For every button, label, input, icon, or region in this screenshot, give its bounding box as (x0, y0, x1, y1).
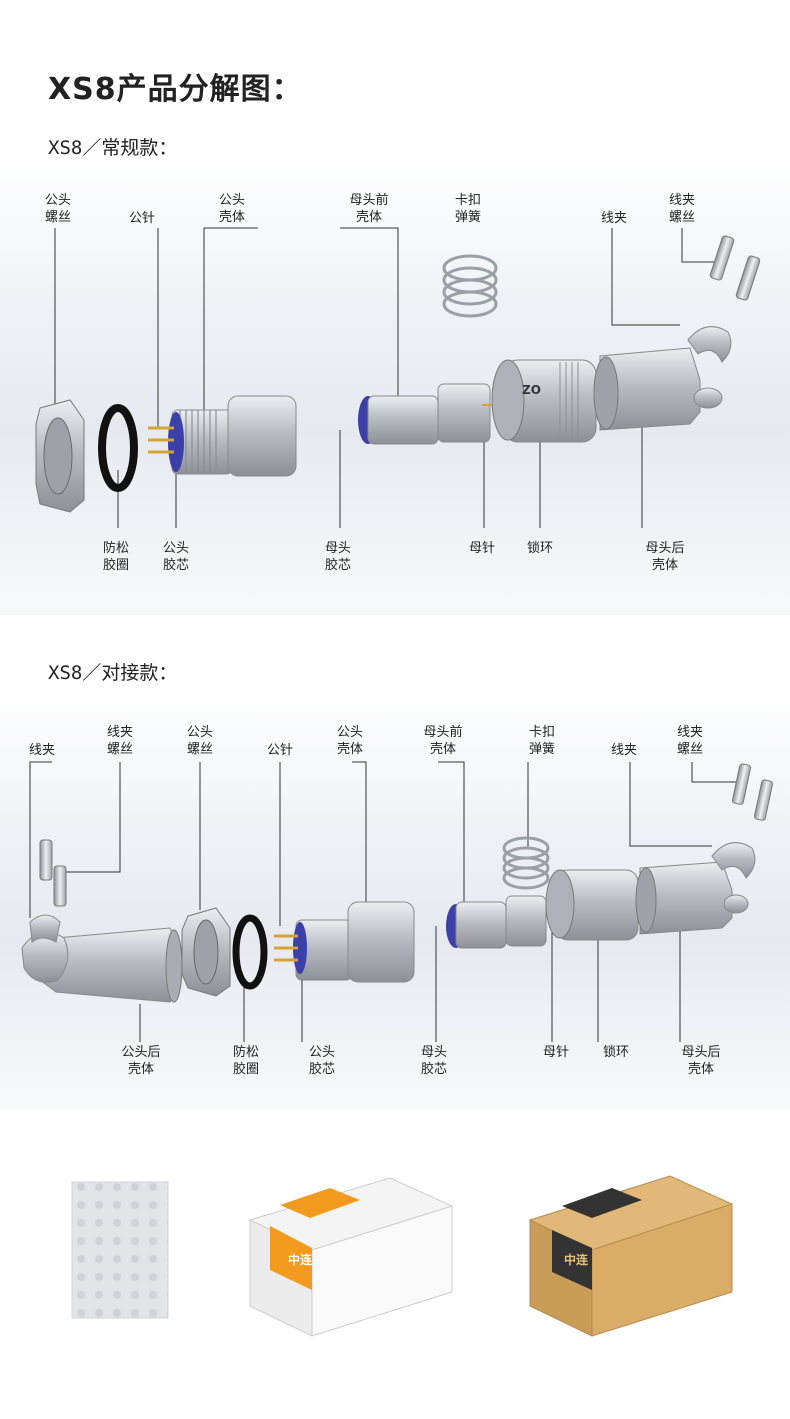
label-clip-spring-1: 卡扣弹簧 (454, 193, 481, 225)
label-male-shell-1: 公头壳体 (218, 193, 245, 225)
label-lock-ring-1: 锁环 (526, 541, 553, 556)
label-male-pin-1: 公针 (128, 211, 155, 226)
label-female-front-shell-2: 母头前壳体 (423, 725, 463, 757)
label-lock-ring-2: 锁环 (602, 1045, 629, 1060)
label-male-screw-2: 公头螺丝 (186, 725, 213, 757)
female-front-1 (358, 383, 498, 445)
clamp-screws-2-right (732, 763, 773, 821)
label-male-insulator-2: 公头胶芯 (308, 1045, 335, 1077)
male-connector-1 (148, 395, 297, 477)
kraft-box-brand: 中连 (564, 1252, 589, 1267)
lock-ring-2 (545, 869, 639, 941)
female-front-2 (446, 895, 547, 949)
label-female-pin-2: 母针 (542, 1045, 569, 1060)
label-male-screw-1: 公头螺丝 (44, 193, 71, 225)
female-rear-shell-1 (593, 347, 723, 431)
o-ring-1 (98, 404, 138, 492)
male-connector-2 (274, 901, 415, 983)
clamp-1 (687, 326, 732, 363)
label-male-rear-shell-2: 公头后壳体 (121, 1045, 161, 1077)
white-box-brand: 中连 (288, 1252, 313, 1267)
o-ring-2 (232, 914, 268, 990)
section1-exploded-diagram: ZO (35, 227, 761, 528)
label-female-rear-shell-1: 母头后壳体 (645, 541, 685, 573)
label-male-pin-2: 公针 (266, 743, 293, 758)
white-box: 中连 (248, 1177, 454, 1337)
label-clamp-screw-1: 线夹螺丝 (668, 193, 695, 225)
spring-1 (442, 254, 498, 318)
label-male-shell-2: 公头壳体 (336, 725, 363, 757)
label-anti-loose-ring-2: 防松胶圈 (232, 1045, 259, 1077)
hex-nut-1 (35, 399, 85, 513)
label-clamp-screw-left-2: 线夹螺丝 (106, 725, 133, 757)
male-rear-shell-2 (21, 914, 183, 1003)
page-title: XS8产品分解图： (48, 72, 303, 107)
label-female-pin-1: 母针 (468, 541, 495, 556)
section1-subtitle: XS8／常规款： (48, 137, 178, 159)
label-clamp-1: 线夹 (600, 211, 627, 226)
label-female-front-shell-1: 母头前壳体 (349, 193, 389, 225)
spring-2 (502, 836, 550, 890)
clamp-2-right (711, 842, 756, 879)
label-clamp-right-2: 线夹 (610, 743, 637, 758)
label-anti-loose-ring-1: 防松胶圈 (102, 541, 129, 573)
packaging-images: 中连 中连 (71, 1175, 734, 1337)
packing-bag (71, 1181, 169, 1319)
label-male-insulator-1: 公头胶芯 (162, 541, 189, 573)
label-clamp-screw-right-2: 线夹螺丝 (676, 725, 703, 757)
label-clamp-left-2: 线夹 (28, 743, 55, 758)
section2-subtitle: XS8／对接款： (48, 662, 178, 684)
svg-text:ZO: ZO (522, 383, 541, 397)
label-female-insulator-1: 母头胶芯 (324, 541, 351, 573)
clamp-screws-1 (709, 235, 761, 301)
label-female-rear-shell-2: 母头后壳体 (681, 1045, 721, 1077)
lock-ring-1: ZO (491, 359, 597, 443)
clamp-screws-2-left (39, 839, 67, 907)
kraft-box: 中连 (528, 1175, 734, 1337)
label-female-insulator-2: 母头胶芯 (420, 1045, 447, 1077)
section2-exploded-diagram (21, 761, 773, 1042)
label-clip-spring-2: 卡扣弹簧 (528, 725, 555, 757)
female-rear-shell-2 (635, 861, 749, 935)
